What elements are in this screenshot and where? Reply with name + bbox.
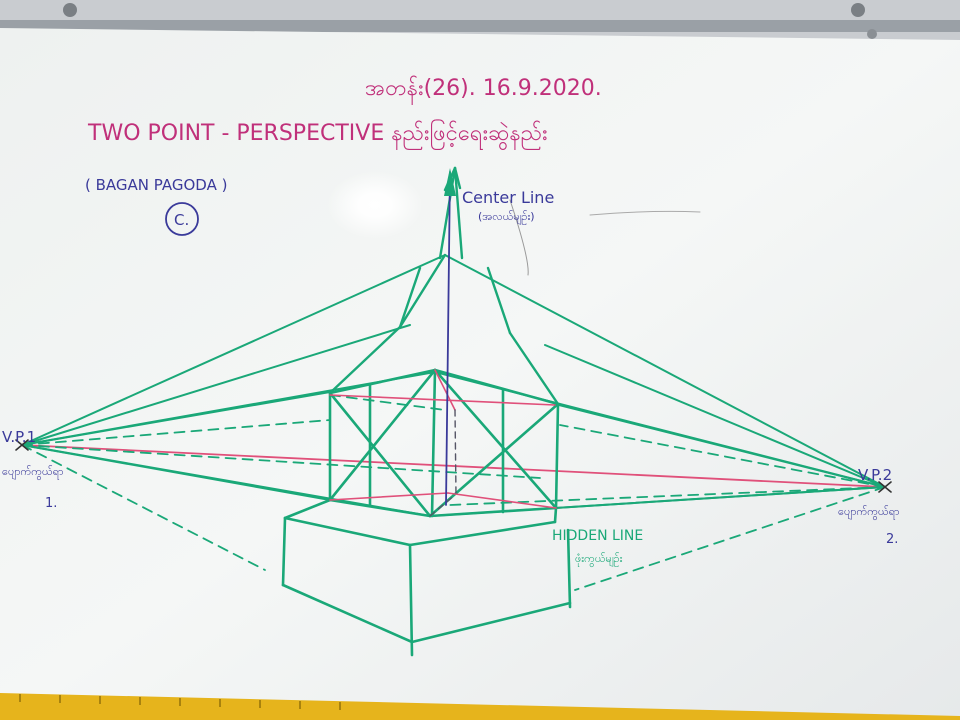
pagoda-base-block [281,498,572,657]
center-line [445,171,451,506]
frame-screw-left [63,3,77,17]
vp1-label: V.P.1 [2,428,36,446]
hidden-edges [429,409,457,517]
vp1-number: 1. [45,496,57,511]
vp-marks [15,439,892,493]
frame-clip [867,29,877,39]
vp2-note: ပျောက်ကွယ်ရာ [838,505,900,520]
center-line-note: (အလယ်မျဉ်း) [478,210,535,225]
drawing-subtitle: ( BAGAN PAGODA ) [85,176,227,194]
stray-mark [509,199,529,276]
vp2-label: V.P.2 [858,466,892,484]
horizon-line [21,444,886,488]
frame-screw-right [851,3,865,17]
hidden-line-label: HIDDEN LINE [552,528,643,544]
drawing-title: TWO POINT - PERSPECTIVE နည်းဖြင့်ရေးဆွဲန… [87,119,548,151]
item-label: C. [174,211,189,229]
label-circle [165,202,199,236]
ruler [0,693,960,720]
light-glare [327,171,423,239]
board-surface [0,28,960,720]
board-frame-top [0,20,960,32]
vp2-number: 2. [886,532,898,547]
center-line-label: Center Line [462,188,554,207]
pagoda-roof-tiers [328,253,560,406]
hidden-line-note: ဖုံးကွယ်မျဉ်း [575,552,623,567]
class-date-line: အတန်း(26). 16.9.2020. [365,75,602,105]
dashed-construction-lines [21,394,886,591]
red-construction-edges [329,369,557,509]
vp1-note: ပျောက်ကွယ်ရာ [2,465,64,480]
stray-mark-2 [589,210,701,216]
center-line-arrowhead [444,168,456,196]
